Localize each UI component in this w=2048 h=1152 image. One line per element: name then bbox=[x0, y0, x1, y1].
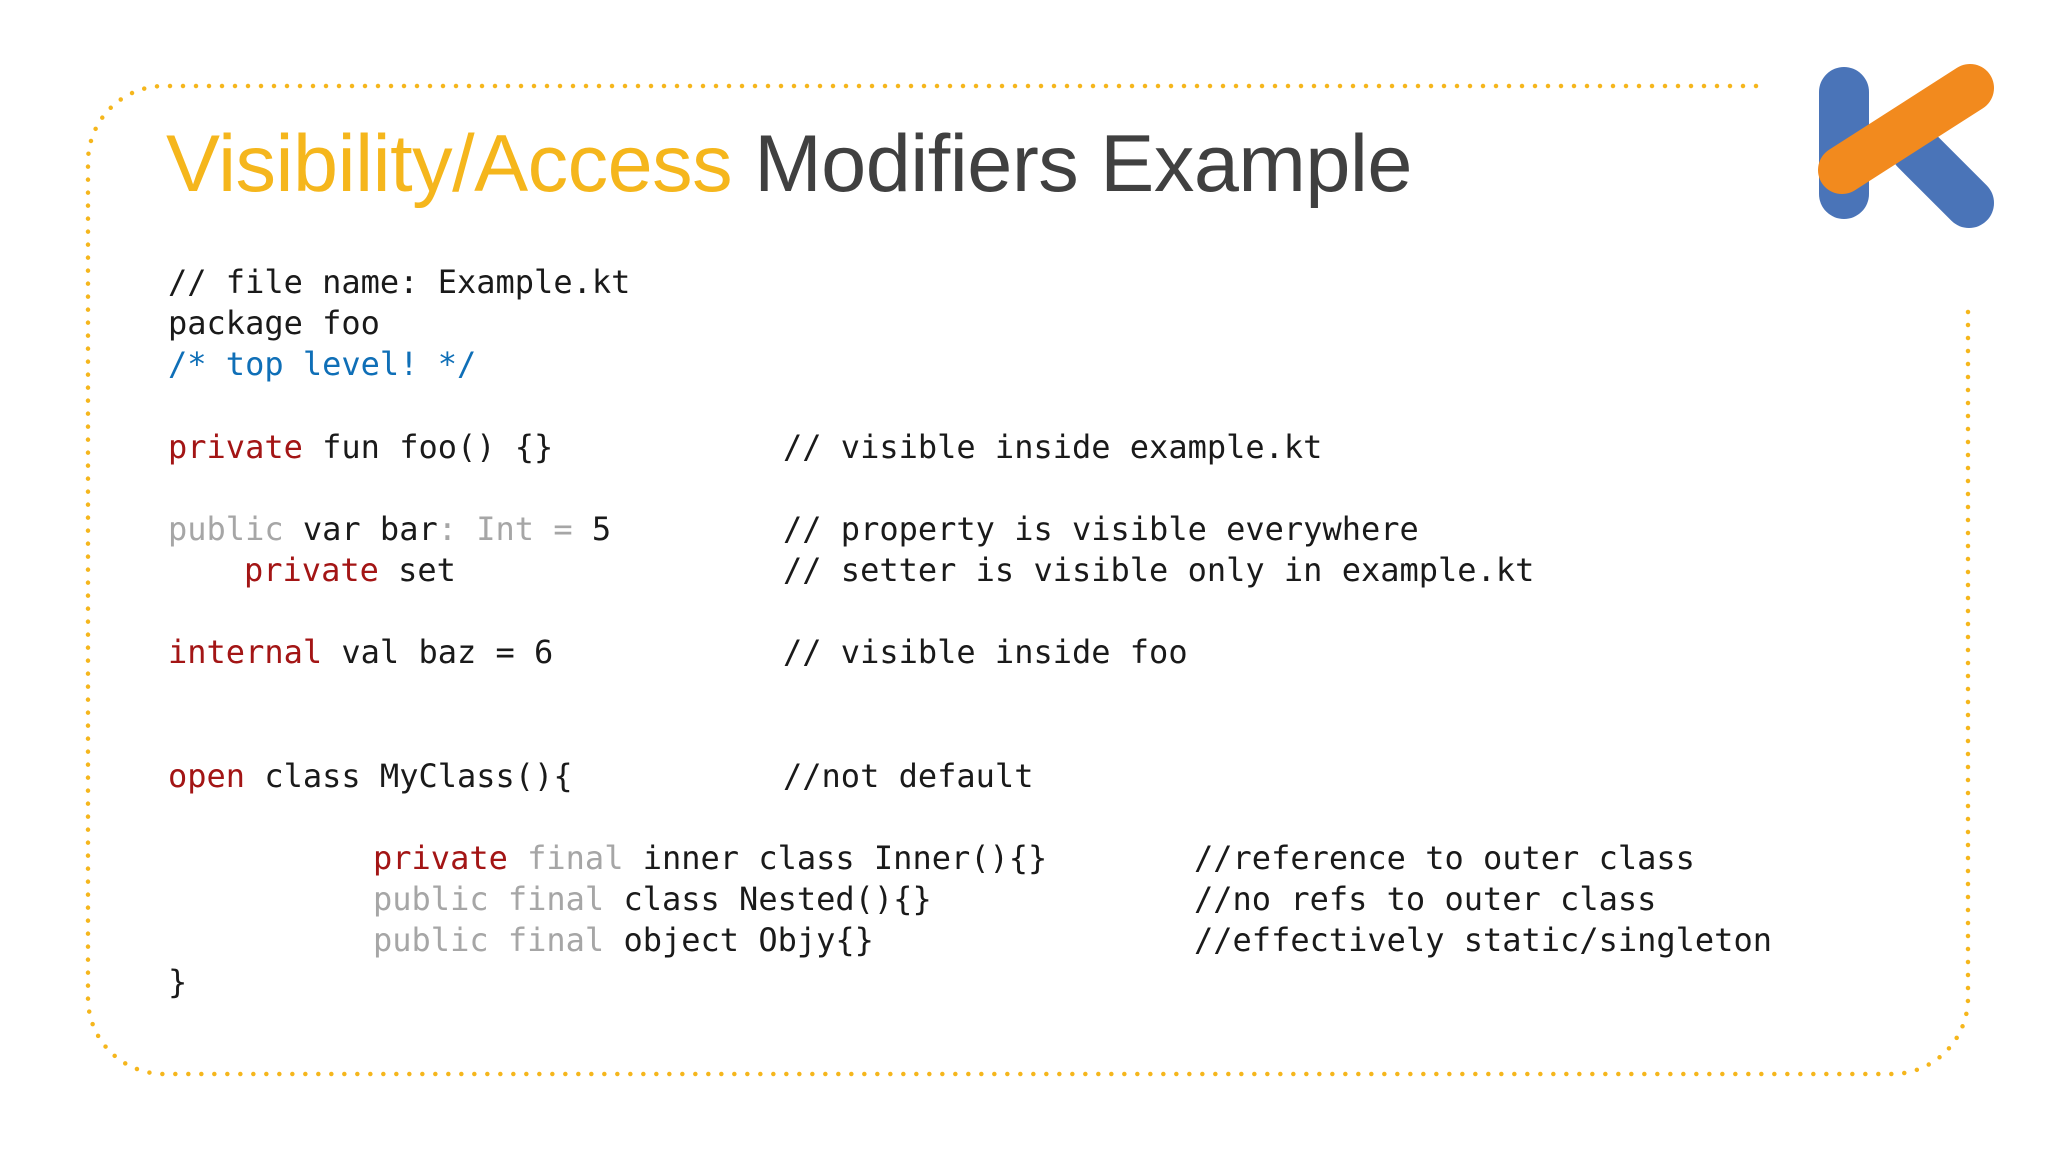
line-comment: //effectively static/singleton bbox=[1194, 921, 1772, 959]
keyword-open: open bbox=[168, 757, 246, 795]
code-line-private-set: private set bbox=[244, 550, 456, 590]
keyword-final: final bbox=[488, 921, 605, 959]
code-line-internal-val: internal val baz = 6 bbox=[168, 632, 553, 672]
keyword-internal: internal bbox=[168, 633, 323, 671]
title-rest: Modifiers Example bbox=[754, 119, 1412, 209]
code-text: fun foo() {} bbox=[302, 428, 554, 466]
keyword-private: private bbox=[373, 839, 508, 877]
code-line-package: package foo bbox=[168, 303, 380, 343]
code-text: var bar bbox=[283, 510, 438, 548]
line-comment: //reference to outer class bbox=[1194, 839, 1695, 877]
code-line-top-level-comment: /* top level! */ bbox=[168, 344, 476, 384]
code-block: // file name: Example.kt package foo /* … bbox=[168, 0, 2028, 1152]
keyword-public: public bbox=[373, 921, 489, 959]
code-colon: : bbox=[437, 510, 457, 548]
line-comment: //no refs to outer class bbox=[1194, 880, 1657, 918]
code-text: val baz = 6 bbox=[322, 633, 554, 671]
code-text: set bbox=[378, 551, 456, 589]
code-line-public-var: public var bar: Int = 5 bbox=[168, 509, 611, 549]
line-comment: // visible inside example.kt bbox=[783, 428, 1323, 466]
keyword-public: public bbox=[373, 880, 489, 918]
code-text: // file name: Example.kt bbox=[168, 263, 631, 301]
title-accent: Visibility/Access bbox=[166, 119, 733, 209]
code-line-file-comment: // file name: Example.kt bbox=[168, 262, 630, 302]
code-text: } bbox=[168, 963, 188, 1001]
keyword-final: final bbox=[488, 880, 605, 918]
code-line-nested-class: public final class Nested(){} bbox=[373, 879, 932, 919]
code-equals: = bbox=[534, 510, 573, 548]
line-comment: // setter is visible only in example.kt bbox=[783, 551, 1535, 589]
keyword-final: final bbox=[507, 839, 624, 877]
code-text: class Nested(){} bbox=[604, 880, 932, 918]
line-comment: // visible inside foo bbox=[783, 633, 1188, 671]
code-text: object Objy{} bbox=[604, 921, 874, 959]
slide-title: Visibility/Access Modifiers Example bbox=[166, 112, 1412, 216]
line-comment: //not default bbox=[783, 757, 1034, 795]
keyword-private: private bbox=[168, 428, 303, 466]
code-line-inner-class: private final inner class Inner(){} bbox=[373, 838, 1047, 878]
code-line-open-class: open class MyClass(){ bbox=[168, 756, 573, 796]
keyword-public: public bbox=[168, 510, 284, 548]
code-line-private-fun: private fun foo() {} bbox=[168, 427, 553, 467]
code-line-object: public final object Objy{} bbox=[373, 920, 874, 960]
code-line-closing-brace: } bbox=[168, 962, 187, 1002]
keyword-private: private bbox=[244, 551, 379, 589]
kotlin-k-logo-icon bbox=[1818, 64, 1994, 228]
code-text: inner class Inner(){} bbox=[623, 839, 1048, 877]
line-comment: // property is visible everywhere bbox=[783, 510, 1419, 548]
code-type: Int bbox=[456, 510, 535, 548]
code-text: class MyClass(){ bbox=[245, 757, 573, 795]
code-text: package foo bbox=[168, 304, 380, 342]
block-comment: /* top level! */ bbox=[168, 345, 477, 383]
code-text: 5 bbox=[572, 510, 612, 548]
